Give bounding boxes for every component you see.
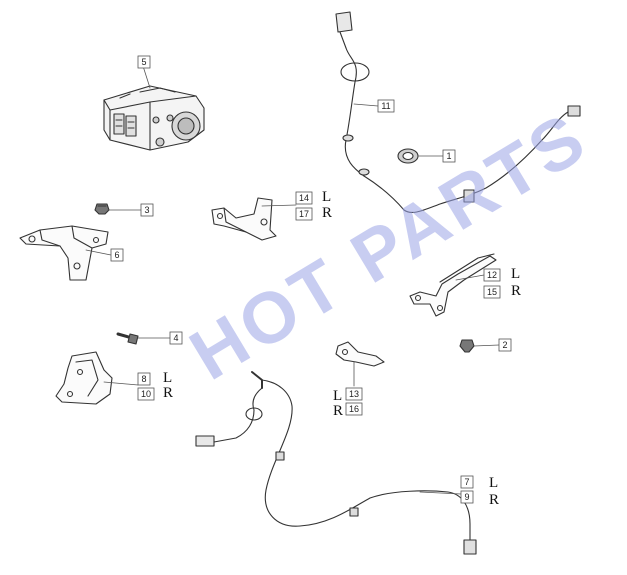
callout-box (295, 191, 313, 205)
callout-box (295, 207, 313, 221)
side-label: L (489, 475, 498, 491)
nut-2 (459, 339, 475, 353)
callout-number: 4 (173, 333, 178, 343)
callout-box (377, 99, 395, 113)
side-label: R (322, 205, 332, 221)
callout-box (140, 203, 154, 217)
callout-1: 1 (442, 149, 456, 163)
callout-number: 6 (114, 250, 119, 260)
callout-number: 17 (299, 209, 309, 219)
callout-number: 3 (144, 205, 149, 215)
front-sensor-harness-11 (335, 11, 581, 213)
callout-10: 10 R (137, 385, 173, 401)
callout-number: 11 (381, 101, 390, 111)
callout-number: 9 (464, 492, 469, 502)
callout-box (498, 338, 512, 352)
side-label: L (322, 189, 331, 205)
callout-15: 15 R (483, 283, 521, 299)
callout-4: 4 (169, 331, 183, 345)
callout-11: 11 (377, 99, 395, 113)
watermark: HOT PARTS (177, 97, 601, 396)
side-label: L (163, 370, 172, 386)
callout-number: 16 (349, 404, 359, 414)
harness-bracket-12-15 (409, 253, 497, 317)
callout-box (137, 387, 155, 401)
callout-number: 13 (349, 389, 359, 399)
leader-lines (85, 65, 500, 495)
callout-number: 12 (487, 270, 497, 280)
bolt-4 (116, 332, 139, 345)
callout-box (169, 331, 183, 345)
side-label: R (489, 492, 499, 508)
callout-12: 12 L (483, 266, 520, 282)
callout-box (345, 402, 363, 416)
callout-box (483, 268, 501, 282)
sensor-bracket-13-16 (335, 341, 385, 367)
side-label: R (333, 403, 343, 419)
callout-box (460, 490, 474, 504)
callout-number: 2 (502, 340, 507, 350)
callout-number: 7 (464, 477, 469, 487)
callout-number: 1 (446, 151, 451, 161)
side-label: L (333, 388, 342, 404)
callout-number: 5 (141, 57, 146, 67)
callout-17: 17 R (295, 205, 332, 221)
callout-box (137, 55, 151, 69)
bracket-14-17 (211, 197, 277, 241)
callout-box (460, 475, 474, 489)
grommet-1 (397, 148, 419, 164)
callout-box (137, 372, 151, 386)
callout-16: 16 R (333, 402, 363, 419)
callout-number: 14 (299, 193, 309, 203)
callout-box (442, 149, 456, 163)
side-label: R (511, 283, 521, 299)
callout-13: 13 L (333, 387, 363, 404)
callout-2: 2 (498, 338, 512, 352)
abs-modulator-unit (103, 85, 205, 151)
callout-box (345, 387, 363, 401)
callout-number: 10 (141, 389, 151, 399)
side-label: L (511, 266, 520, 282)
rear-sensor-harness-7-9 (195, 371, 477, 555)
callout-box (483, 285, 501, 299)
callout-5: 5 (137, 55, 151, 69)
side-label: R (163, 385, 173, 401)
bracket-8-10 (55, 351, 113, 405)
bracket-6 (19, 225, 109, 281)
bolt-3 (94, 203, 110, 215)
callout-14: 14 L (295, 189, 331, 205)
callout-6: 6 (110, 248, 124, 262)
callout-number: 8 (141, 374, 146, 384)
callout-number: 15 (487, 287, 497, 297)
callout-box (110, 248, 124, 262)
callout-3: 3 (140, 203, 154, 217)
